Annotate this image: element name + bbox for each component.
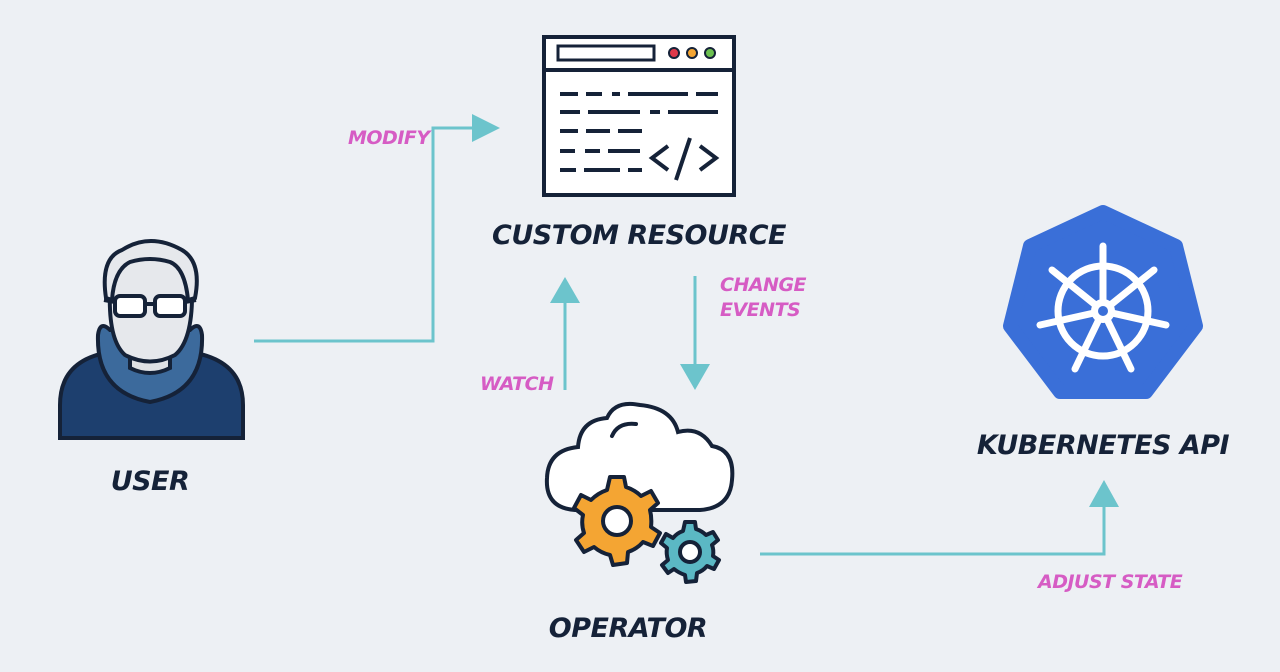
- edge-label-change: CHANGE: [720, 274, 807, 296]
- watch-arrow: [550, 277, 580, 390]
- edge-label-adjust-state: ADJUST STATE: [1036, 571, 1183, 593]
- node-label-user: USER: [111, 466, 190, 497]
- edge-label-modify: MODIFY: [348, 127, 432, 149]
- node-label-kubernetes-api: KUBERNETES API: [977, 430, 1230, 461]
- user-glasses-hoodie-icon: [58, 239, 245, 440]
- node-label-custom-resource: CUSTOM RESOURCE: [492, 220, 787, 251]
- kubernetes-helm-icon: [1003, 205, 1203, 399]
- edge-label-watch: WATCH: [480, 373, 554, 395]
- edge-label-events: EVENTS: [720, 299, 800, 321]
- change-events-arrow: [680, 276, 710, 390]
- cloud-gears-icon: [544, 401, 735, 584]
- adjust-state-arrow: [760, 480, 1119, 556]
- modify-arrow: [254, 114, 500, 343]
- code-window-icon: [542, 35, 736, 197]
- node-label-operator: OPERATOR: [549, 613, 707, 644]
